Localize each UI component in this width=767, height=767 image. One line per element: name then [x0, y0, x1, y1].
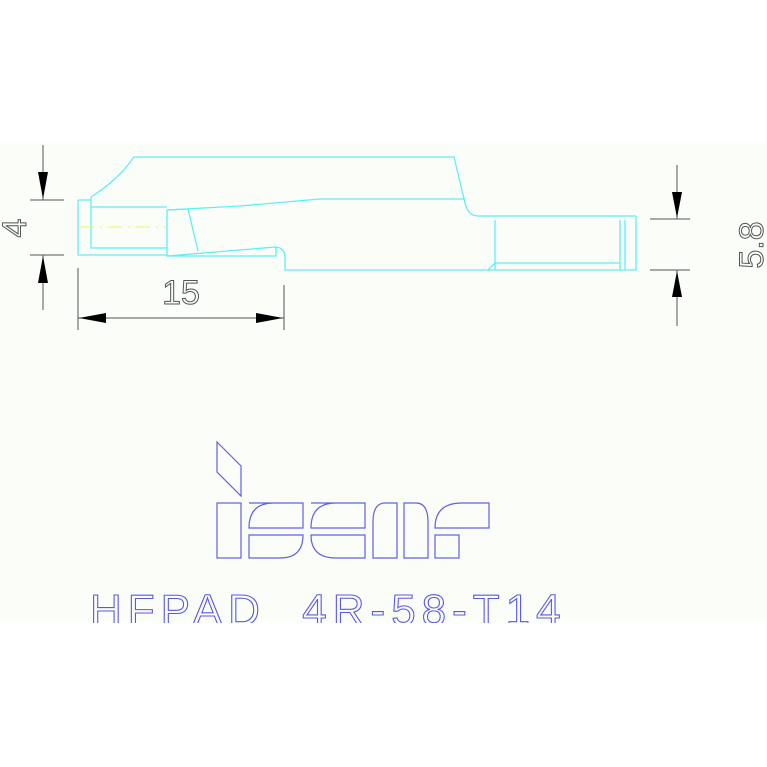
dimension-label-4: 4 [0, 219, 34, 238]
dimension-label-15: 15 [162, 274, 200, 312]
part-code-label: HFPAD 4R-58-T14 [90, 586, 567, 623]
arrow-left-icon [79, 313, 106, 323]
brand-logo [216, 440, 490, 559]
dimension-length: 15 [77, 268, 285, 330]
insert-outline [77, 156, 637, 271]
arrow-up-icon [672, 271, 682, 297]
dimension-label-5-8: 5.8 [733, 221, 767, 268]
arrow-up-icon [38, 256, 48, 283]
technical-drawing: 4 15 5.8 HFPAD 4R [0, 145, 767, 623]
drawing-sheet: 4 15 5.8 HFPAD 4R [0, 143, 767, 623]
logo-dot [216, 440, 242, 498]
arrow-down-icon [38, 172, 48, 199]
arrow-down-icon [672, 192, 682, 218]
dimension-height-right: 5.8 [650, 165, 767, 326]
arrow-right-icon [256, 313, 283, 323]
logo-letter-i [216, 502, 242, 559]
dimension-height-left: 4 [0, 145, 64, 310]
